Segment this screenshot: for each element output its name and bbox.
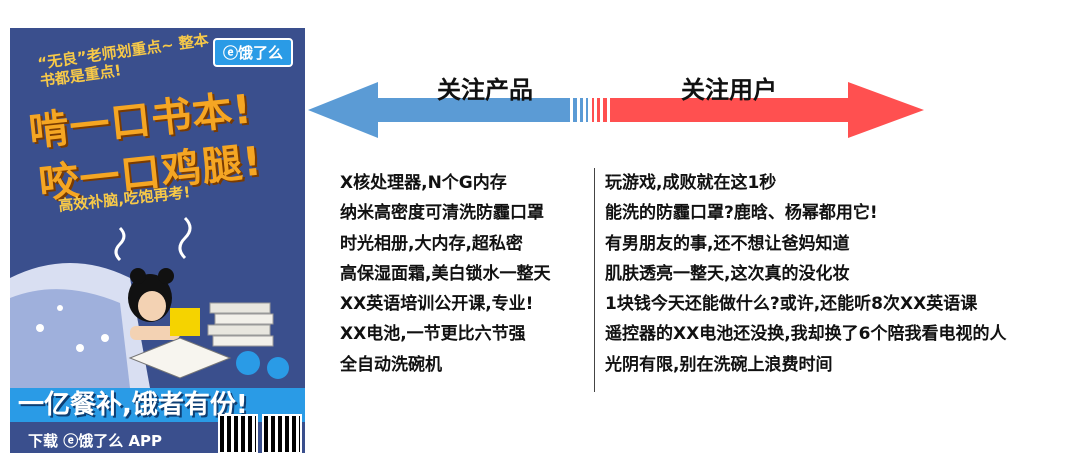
list-item: 能洗的防霾口罩?鹿晗、杨幂都用它! bbox=[605, 203, 878, 224]
list-item: 时光相册,大内存,超私密 bbox=[340, 233, 523, 254]
qr-code-icon bbox=[262, 414, 302, 453]
product-focus-list: X核处理器,N个G内存 纳米高密度可清洗防霾口罩 时光相册,大内存,超私密 高保… bbox=[340, 168, 550, 380]
list-item: 光阴有限,别在洗碗上浪费时间 bbox=[605, 354, 833, 375]
user-focus-list: 玩游戏,成败就在这1秒 能洗的防霾口罩?鹿晗、杨幂都用它! 有男朋友的事,还不想… bbox=[605, 168, 1007, 380]
poster-image: ⓔ饿了么 “无良”老师划重点~ 整本书都是重点! 啃一口书本! 咬一口鸡腿! 高… bbox=[10, 28, 305, 453]
qr-code-icon bbox=[218, 414, 258, 453]
list-item: 肌肤透亮一整天,这次真的没化妆 bbox=[605, 263, 850, 284]
column-divider bbox=[594, 168, 595, 392]
poster-tagline: “无良”老师划重点~ 整本书都是重点! bbox=[36, 30, 210, 91]
list-item: 纳米高密度可清洗防霾口罩 bbox=[340, 203, 544, 224]
list-item: 玩游戏,成败就在这1秒 bbox=[605, 173, 777, 193]
list-item: 高保湿面霜,美白锁水一整天 bbox=[340, 263, 551, 284]
focus-user-label: 关注用户 bbox=[681, 76, 777, 104]
student-illustration bbox=[10, 216, 289, 388]
list-item: 有男朋友的事,还不想让爸妈知道 bbox=[605, 233, 850, 254]
focus-product-label: 关注产品 bbox=[437, 76, 533, 104]
list-item: XX电池,一节更比六节强 bbox=[340, 324, 526, 345]
poster-download: 下载 ⓔ饿了么 APP bbox=[28, 432, 163, 450]
arrow-left-head bbox=[308, 82, 570, 138]
double-arrow bbox=[308, 82, 924, 138]
list-item: 遥控器的XX电池还没换,我却换了6个陪我看电视的人 bbox=[605, 324, 1007, 345]
eleme-logo: ⓔ饿了么 bbox=[212, 38, 293, 67]
list-item: XX英语培训公开课,专业! bbox=[340, 294, 534, 315]
poster-banner: 一亿餐补,饿者有份! bbox=[10, 388, 305, 422]
list-item: X核处理器,N个G内存 bbox=[340, 173, 507, 193]
arrow-right-head bbox=[610, 82, 924, 138]
list-item: 全自动洗碗机 bbox=[340, 354, 442, 375]
list-item: 1块钱今天还能做什么?或许,还能听8次XX英语课 bbox=[605, 294, 978, 315]
